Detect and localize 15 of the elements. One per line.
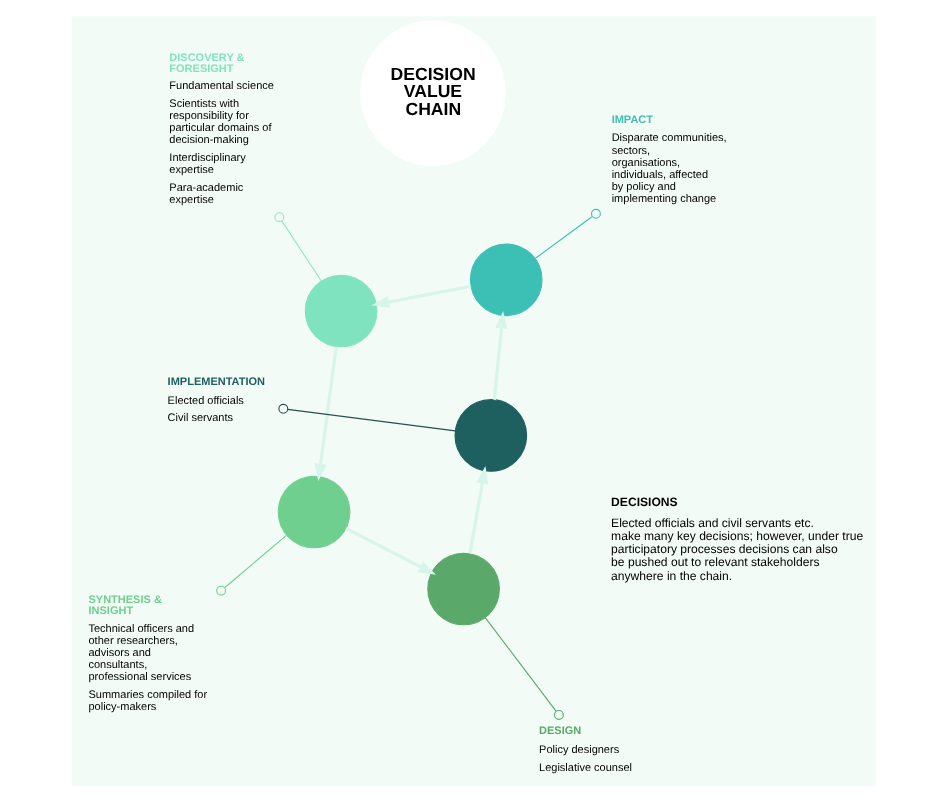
arrow	[314, 346, 338, 482]
connector	[278, 403, 456, 432]
node-arc	[277, 475, 351, 549]
node-arc	[469, 243, 543, 317]
arrow	[492, 310, 508, 400]
arrow	[345, 527, 436, 575]
connector	[274, 212, 322, 282]
arrow	[468, 465, 489, 554]
connector	[216, 534, 287, 596]
node-arc	[304, 274, 378, 348]
node-arc	[427, 552, 500, 626]
node-arc	[454, 399, 528, 472]
connector	[534, 208, 601, 259]
arrow	[371, 284, 472, 309]
connector	[484, 617, 564, 720]
